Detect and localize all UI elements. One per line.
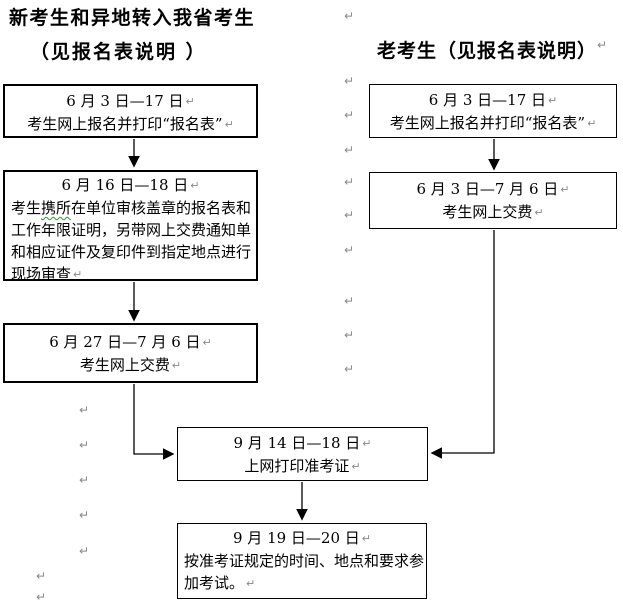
- paragraph-mark-icon: ↵: [560, 183, 570, 196]
- box-text: 考生网上交费: [79, 356, 170, 374]
- flow-box-print-ticket: 9 月 14 日—18 日↵ 上网打印准考证↵: [177, 427, 428, 481]
- paragraph-mark-icon: ↵: [190, 179, 200, 192]
- paragraph-mark-icon: ↵: [597, 38, 608, 52]
- box-date: 9 月 14 日—18 日: [233, 434, 361, 452]
- paragraph-mark-icon: ↵: [344, 208, 355, 222]
- right-column-title: 老考生（见报名表说明）: [377, 40, 598, 62]
- paragraph-mark-icon: ↵: [79, 508, 90, 522]
- paragraph-mark-icon: ↵: [246, 577, 256, 590]
- box-date: 6 月 27 日—7 月 6 日: [49, 333, 201, 351]
- box-text: 加考试。: [184, 574, 245, 592]
- flow-box-new-register: 6 月 3 日—17 日↵ 考生网上报名并打印“报名表”↵: [3, 84, 258, 138]
- paragraph-mark-icon: ↵: [344, 362, 355, 376]
- paragraph-mark-icon: ↵: [79, 473, 90, 487]
- paragraph-mark-icon: ↵: [548, 94, 558, 107]
- paragraph-mark-icon: ↵: [344, 294, 355, 308]
- box-text: 上网打印准考证: [244, 457, 350, 475]
- paragraph-mark-icon: ↵: [171, 359, 182, 372]
- paragraph-mark-icon: ↵: [361, 532, 371, 545]
- paragraph-mark-icon: ↵: [587, 117, 597, 130]
- flow-box-old-register: 6 月 3 日—17 日↵ 考生网上报名并打印“报名表”↵: [369, 84, 617, 138]
- paragraph-mark-icon: ↵: [79, 544, 90, 558]
- left-column-title-line2: （见报名表说明 ）: [30, 41, 207, 63]
- paragraph-mark-icon: ↵: [202, 336, 212, 349]
- flow-box-take-exam: 9 月 19 日—20 日↵ 按准考证规定的时间、地点和要求参 加考试。↵: [177, 523, 427, 599]
- box-text: 现场审查: [11, 265, 72, 283]
- paragraph-mark-icon: ↵: [351, 460, 361, 473]
- box-date: 9 月 19 日—20 日: [232, 529, 360, 547]
- arrow-old-pay-to-print-ticket: [430, 230, 495, 459]
- box-text: 按准考证规定的时间、地点和要求参: [184, 552, 425, 570]
- paragraph-mark-icon: ↵: [344, 143, 355, 157]
- paragraph-mark-icon: ↵: [79, 403, 90, 417]
- left-column-title-line1: 新考生和异地转入我省考生: [9, 7, 256, 29]
- box-text: 考生网上报名并打印“报名表”: [389, 114, 586, 132]
- paragraph-mark-icon: ↵: [79, 438, 90, 452]
- paragraph-mark-icon: ↵: [344, 328, 355, 342]
- paragraph-mark-icon: ↵: [224, 118, 234, 131]
- paragraph-mark-icon: ↵: [344, 108, 355, 122]
- box-text: 在单位审核盖章的报名表和: [71, 199, 252, 217]
- paragraph-mark-icon: ↵: [344, 9, 355, 23]
- box-text: 和相应证件及复印件到指定地点进行: [11, 243, 252, 261]
- box-text: 考生: [11, 199, 42, 217]
- flow-box-onsite-review: 6 月 16 日—18 日↵ 考生携所在单位审核盖章的报名表和 工作年限证明，另…: [3, 170, 258, 283]
- box-date: 6 月 3 日—17 日: [428, 91, 547, 109]
- paragraph-mark-icon: ↵: [362, 437, 372, 450]
- paragraph-mark-icon: ↵: [344, 74, 355, 88]
- paragraph-mark-icon: ↵: [73, 268, 83, 281]
- paragraph-mark-icon: ↵: [185, 95, 195, 108]
- box-date: 6 月 3 日—17 日: [66, 92, 184, 110]
- arrow-new-pay-to-print-ticket: [133, 384, 175, 460]
- flow-box-old-pay: 6 月 3 日—7 月 6 日↵ 考生网上交费↵: [369, 172, 617, 229]
- paragraph-mark-icon: ↵: [36, 569, 47, 583]
- paragraph-mark-icon: ↵: [344, 243, 355, 257]
- flow-box-new-pay: 6 月 27 日—7 月 6 日↵ 考生网上交费↵: [3, 323, 258, 383]
- paragraph-mark-icon: ↵: [534, 206, 544, 219]
- paragraph-mark-icon: ↵: [36, 590, 47, 604]
- paragraph-mark-icon: ↵: [344, 175, 355, 189]
- box-date: 6 月 16 日—18 日: [61, 176, 189, 194]
- box-text: 工作年限证明，另带网上交费通知单: [11, 221, 252, 239]
- box-date: 6 月 3 日—7 月 6 日: [416, 180, 559, 198]
- box-text: 考生网上报名并打印“报名表”: [27, 115, 223, 133]
- box-text: 考生网上交费: [442, 203, 533, 221]
- spellcheck-underlined-text: 携所: [41, 199, 72, 217]
